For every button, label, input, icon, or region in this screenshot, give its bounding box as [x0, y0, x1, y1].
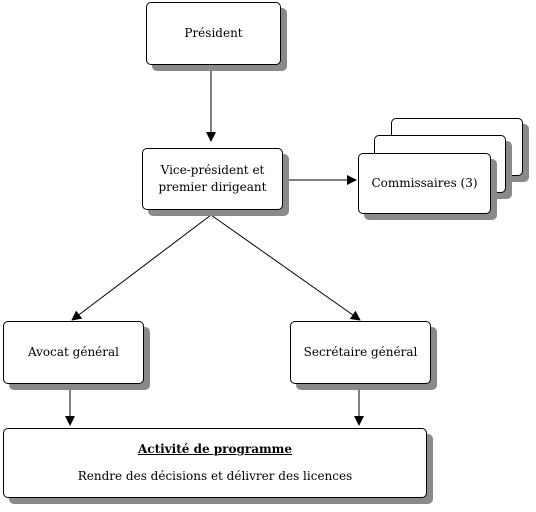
program-activity-box: Activité de programme Rendre des décisio… — [3, 428, 427, 498]
commissioners-label: Commissaires (3) — [371, 176, 478, 190]
vp-label: Vice-président et premier dirigeant — [158, 163, 267, 194]
secretary-general-box: Secrétaire général — [290, 321, 431, 384]
vp-box: Vice-président et premier dirigeant — [142, 148, 283, 210]
president-label: Président — [184, 26, 243, 40]
connector-vp-secretary — [210, 214, 361, 321]
commissioners-box: Commissaires (3) — [358, 153, 491, 214]
general-counsel-box: Avocat général — [3, 321, 144, 384]
program-description: Rendre des décisions et délivrer des lic… — [77, 469, 353, 483]
program-title: Activité de programme — [137, 442, 293, 456]
president-box: Président — [146, 2, 281, 65]
connector-vp-counsel — [71, 214, 212, 321]
general-counsel-label: Avocat général — [27, 345, 120, 359]
secretary-general-label: Secrétaire général — [303, 345, 418, 359]
